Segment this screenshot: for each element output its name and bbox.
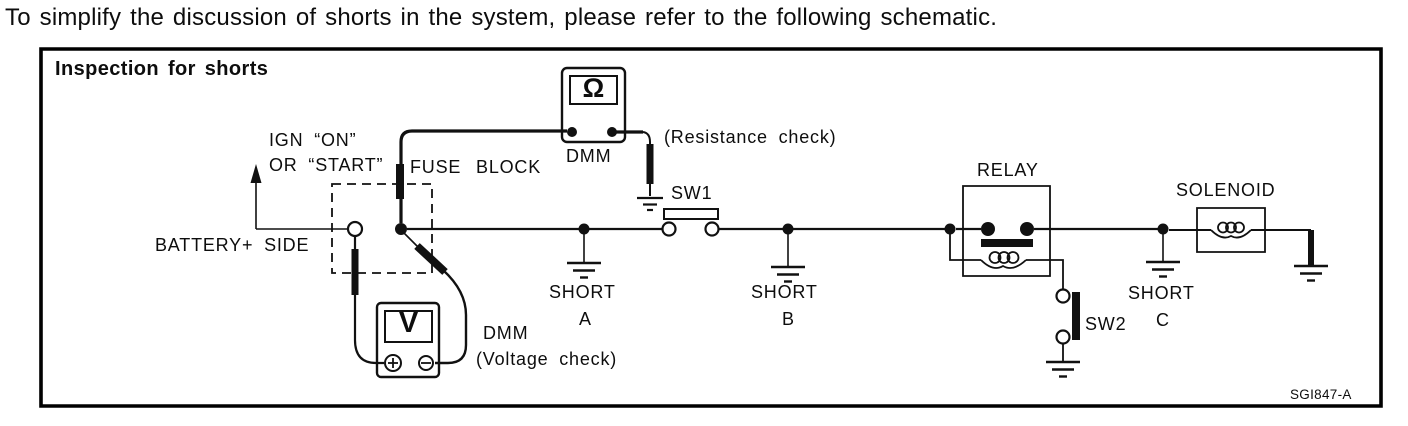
solenoid-symbol (1197, 208, 1328, 281)
voltage-check-label: (Voltage check) (476, 349, 618, 369)
ohm-display: Ω (582, 73, 605, 103)
volt-display: V (398, 307, 419, 339)
ground-icon (1046, 362, 1080, 377)
ground-icon (567, 263, 601, 278)
ground-icon (771, 267, 805, 282)
relay-contact (1020, 222, 1034, 236)
battery-terminal (348, 222, 362, 236)
relay-armature (981, 239, 1033, 247)
short-a-ground (567, 223, 601, 278)
schematic-frame (41, 49, 1381, 406)
short-b-letter: B (782, 309, 795, 329)
ground-icon (1294, 266, 1328, 281)
relay-label: RELAY (977, 160, 1039, 180)
sw1-label: SW1 (671, 183, 713, 203)
dmm-resistance-symbol (562, 68, 663, 210)
short-a-letter: A (579, 309, 592, 329)
battery-side-label: BATTERY+ SIDE (155, 235, 310, 255)
dmm-voltage-label: DMM (483, 323, 529, 343)
ground-icon (637, 198, 663, 210)
short-c-ground (1146, 223, 1180, 277)
main-circuit-wire (407, 229, 1311, 230)
fuse-block-label: FUSE BLOCK (410, 157, 542, 177)
fuse-block-symbol (332, 131, 567, 273)
ignition-label-line1: IGN “ON” (269, 130, 357, 150)
relay-contact (981, 222, 995, 236)
short-a-label: SHORT (549, 282, 616, 302)
sw2-label: SW2 (1085, 314, 1127, 334)
intro-text: To simplify the discussion of shorts in … (5, 4, 998, 31)
ignition-label-line2: OR “START” (269, 155, 384, 175)
figure-code: SGI847-A (1290, 387, 1352, 402)
solenoid-label: SOLENOID (1176, 180, 1276, 200)
resistance-check-label: (Resistance check) (664, 127, 837, 147)
solenoid-coil-icon (1211, 223, 1251, 238)
short-b-ground (771, 223, 805, 282)
panel-title: Inspection for shorts (55, 58, 269, 80)
short-c-letter: C (1156, 310, 1170, 330)
sw2-switch-symbol (1046, 290, 1080, 377)
relay-coil-icon (981, 252, 1026, 268)
short-c-label: SHORT (1128, 283, 1195, 303)
short-b-label: SHORT (751, 282, 818, 302)
dmm-resistance-label: DMM (566, 146, 612, 166)
minus-terminal-icon (419, 356, 433, 370)
sw1-switch-symbol (663, 209, 719, 236)
dmm-voltage-symbol (355, 233, 466, 377)
plus-terminal-icon (385, 355, 401, 371)
relay-symbol (944, 186, 1064, 289)
ground-icon (1146, 262, 1180, 277)
probe-tip-icon (417, 246, 445, 272)
load-terminal (395, 223, 407, 235)
